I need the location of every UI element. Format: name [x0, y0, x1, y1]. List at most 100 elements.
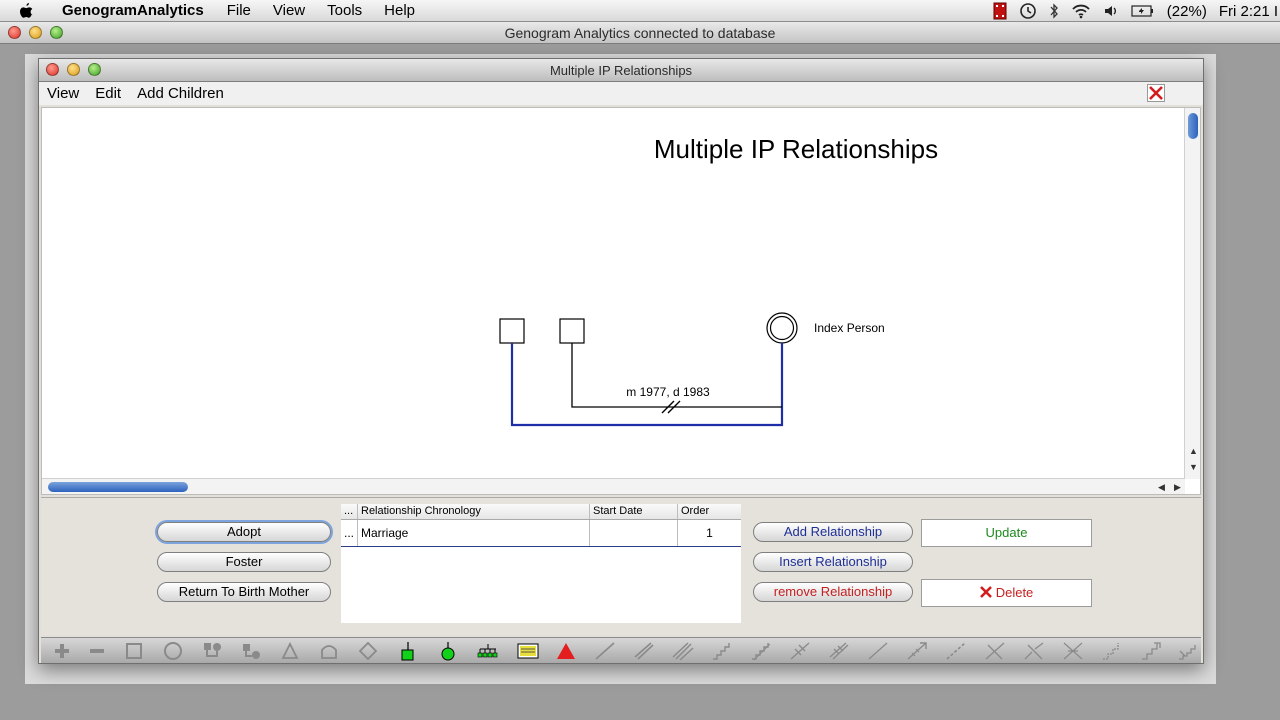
app-close-button[interactable]: [8, 26, 21, 39]
zigzag-line-alt-icon[interactable]: [750, 640, 772, 662]
table-row[interactable]: ... Marriage 1: [341, 520, 741, 547]
thin-line-icon[interactable]: [867, 640, 889, 662]
green-male-icon[interactable]: [397, 640, 419, 662]
zigzag-line-icon[interactable]: [711, 640, 733, 662]
cell-start-date[interactable]: [590, 520, 678, 546]
female-circle-icon[interactable]: [162, 640, 184, 662]
window-menu-edit[interactable]: Edit: [95, 85, 122, 102]
arrow-line-icon[interactable]: [906, 640, 928, 662]
male-symbol-2[interactable]: [559, 318, 585, 344]
close-icon[interactable]: [1147, 84, 1165, 102]
mac-menu-bar: GenogramAnalytics File View Tools Help (…: [0, 0, 1280, 22]
app-title: Genogram Analytics connected to database: [504, 25, 776, 41]
plus-icon[interactable]: [51, 640, 73, 662]
wifi-icon[interactable]: [1071, 3, 1091, 19]
app-minimize-button[interactable]: [29, 26, 42, 39]
scroll-left-arrow-icon[interactable]: ◀: [1158, 482, 1165, 492]
delete-button[interactable]: Delete: [921, 579, 1092, 607]
diagram-title: Multiple IP Relationships: [654, 134, 938, 164]
pet-icon[interactable]: [318, 640, 340, 662]
window-title-bar: Multiple IP Relationships: [39, 59, 1203, 82]
green-female-icon[interactable]: [437, 640, 459, 662]
window-title: Multiple IP Relationships: [549, 63, 693, 78]
foster-button[interactable]: Foster: [157, 552, 331, 572]
double-line-icon[interactable]: [633, 640, 655, 662]
col-dots[interactable]: ...: [341, 504, 358, 519]
app-title-bar: Genogram Analytics connected to database: [0, 22, 1280, 44]
diamond-icon[interactable]: [357, 640, 379, 662]
note-icon[interactable]: [517, 640, 539, 662]
x-line-icon[interactable]: [1062, 640, 1084, 662]
minus-icon[interactable]: [86, 640, 108, 662]
window-zoom-button[interactable]: [88, 63, 101, 76]
col-relationship-chronology[interactable]: Relationship Chronology: [358, 504, 590, 519]
battery-icon[interactable]: [1131, 4, 1155, 18]
vertical-scroll-thumb[interactable]: [1188, 113, 1198, 139]
horizontal-scrollbar[interactable]: ◀ ▶: [42, 478, 1185, 494]
delete-x-icon: [979, 586, 992, 598]
table-header: ... Relationship Chronology Start Date O…: [341, 504, 741, 520]
triple-line-icon[interactable]: [672, 640, 694, 662]
male-square-icon[interactable]: [123, 640, 145, 662]
apple-icon[interactable]: [18, 2, 36, 20]
menu-help[interactable]: Help: [384, 2, 416, 19]
relationship-dates-label: m 1977, d 1983: [626, 385, 710, 399]
adopt-button[interactable]: Adopt: [157, 522, 331, 542]
scroll-up-arrow-icon[interactable]: ▲: [1189, 446, 1198, 456]
menu-file[interactable]: File: [226, 2, 251, 19]
couple-alt-icon[interactable]: [240, 640, 262, 662]
menu-app-name[interactable]: GenogramAnalytics: [62, 2, 204, 19]
broken-line-icon[interactable]: [1023, 640, 1045, 662]
window-menu-view[interactable]: View: [47, 85, 80, 102]
delete-label: Delete: [995, 585, 1034, 600]
app-zoom-button[interactable]: [50, 26, 63, 39]
sibling-group-icon[interactable]: [477, 640, 499, 662]
hatched-line-icon[interactable]: [828, 640, 850, 662]
step-line-icon[interactable]: [1101, 640, 1123, 662]
genogram-canvas[interactable]: Multiple IP Relationships Index Person m…: [41, 107, 1201, 495]
volume-icon[interactable]: [1103, 3, 1119, 19]
dashed-line-icon[interactable]: [945, 640, 967, 662]
cell-chronology[interactable]: Marriage: [358, 520, 590, 546]
cell-order[interactable]: 1: [706, 526, 713, 540]
genogram-diagram: Multiple IP Relationships Index Person m…: [499, 134, 938, 427]
update-button[interactable]: Update: [921, 519, 1092, 547]
return-to-birth-mother-button[interactable]: Return To Birth Mother: [157, 582, 331, 602]
battery-percent: (22%): [1166, 2, 1207, 20]
vertical-scrollbar[interactable]: ▲ ▼: [1184, 108, 1200, 479]
red-triangle-icon[interactable]: [555, 640, 577, 662]
insert-relationship-button[interactable]: Insert Relationship: [753, 552, 913, 572]
current-relationship-line[interactable]: [510, 343, 784, 427]
step-arrow-icon[interactable]: [1140, 640, 1162, 662]
col-order[interactable]: Order: [681, 505, 710, 517]
relationship-table: ... Relationship Chronology Start Date O…: [341, 504, 741, 623]
wave-line-icon[interactable]: [1177, 640, 1199, 662]
index-person-outer-circle[interactable]: [766, 312, 798, 344]
window-menu-add-children[interactable]: Add Children: [137, 85, 224, 102]
horizontal-scroll-thumb[interactable]: [48, 482, 188, 492]
triangle-icon[interactable]: [279, 640, 301, 662]
relationship-panel: Adopt Foster Return To Birth Mother ... …: [41, 497, 1201, 635]
menu-view[interactable]: View: [272, 2, 306, 19]
scroll-right-arrow-icon[interactable]: ▶: [1174, 482, 1181, 492]
cross-line-icon[interactable]: [789, 640, 811, 662]
couple-icon[interactable]: [201, 640, 223, 662]
window-minimize-button[interactable]: [67, 63, 80, 76]
index-person-inner-circle: [769, 315, 795, 341]
window-close-button[interactable]: [46, 63, 59, 76]
divorced-relationship-line[interactable]: [571, 343, 782, 408]
cell-dots[interactable]: ...: [341, 520, 358, 546]
menu-tools[interactable]: Tools: [327, 2, 363, 19]
add-relationship-button[interactable]: Add Relationship: [753, 522, 913, 542]
male-symbol-1[interactable]: [499, 318, 525, 344]
recording-icon[interactable]: [993, 2, 1007, 20]
time-machine-icon[interactable]: [1019, 2, 1037, 20]
col-start-date[interactable]: Start Date: [590, 504, 678, 519]
clock[interactable]: Fri 2:21 I: [1218, 2, 1278, 20]
scroll-down-arrow-icon[interactable]: ▼: [1189, 462, 1198, 472]
cut-line-icon[interactable]: [984, 640, 1006, 662]
bluetooth-icon[interactable]: [1049, 3, 1059, 19]
line-icon[interactable]: [594, 640, 616, 662]
remove-relationship-button[interactable]: remove Relationship: [753, 582, 913, 602]
window-menu-bar: View Edit Add Children: [39, 82, 1203, 105]
